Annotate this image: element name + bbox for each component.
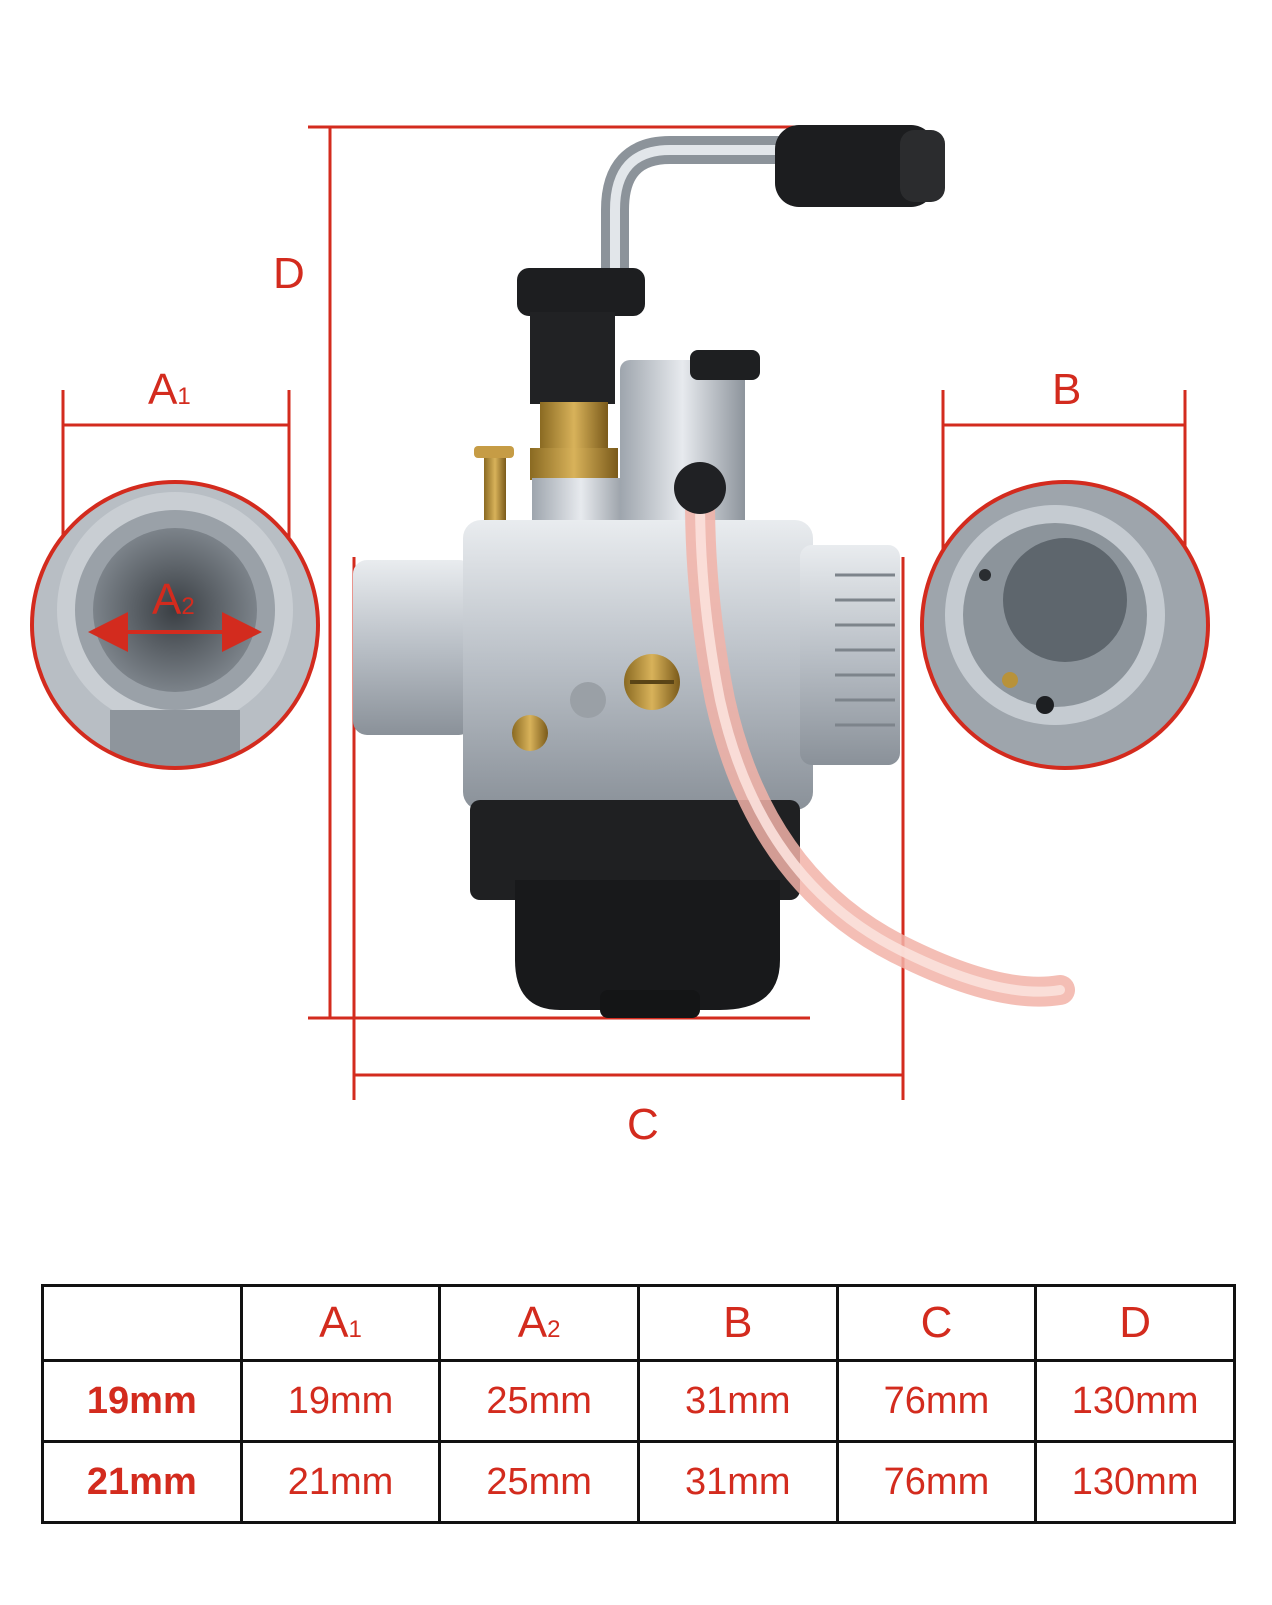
dimension-label-a2: A2 bbox=[152, 575, 195, 624]
table-header-row: A1 A2 B C D bbox=[41, 1284, 1236, 1362]
table-cell: 76mm bbox=[835, 1440, 1038, 1524]
table-cell: 21mm bbox=[239, 1440, 442, 1524]
dimension-d-lines bbox=[308, 125, 810, 1020]
table-cell: 130mm bbox=[1034, 1359, 1236, 1443]
table-header-cell: A2 bbox=[438, 1284, 640, 1362]
table-cell: 31mm bbox=[636, 1440, 839, 1524]
table-header-cell: C bbox=[835, 1284, 1038, 1362]
table-cell: 19mm bbox=[239, 1359, 442, 1443]
table-header-cell: D bbox=[1034, 1284, 1236, 1362]
table-header-cell: B bbox=[636, 1284, 839, 1362]
table-cell: 25mm bbox=[438, 1359, 640, 1443]
table-cell: 25mm bbox=[438, 1440, 640, 1524]
carburetor-body bbox=[353, 125, 1075, 1018]
table-cell: 31mm bbox=[636, 1359, 839, 1443]
table-row-header: 21mm bbox=[41, 1440, 243, 1524]
dimension-label-b: B bbox=[1052, 365, 1082, 414]
dimension-spec-table: A1 A2 B C D 19mm 19mm 25mm 31mm 76mm 130… bbox=[41, 1284, 1236, 1524]
outlet-inset-view bbox=[920, 480, 1210, 770]
dimension-label-a1: A1 bbox=[148, 365, 191, 414]
table-cell: 76mm bbox=[835, 1359, 1038, 1443]
table-cell: 130mm bbox=[1034, 1440, 1236, 1524]
dimension-label-c: C bbox=[627, 1100, 659, 1149]
dimension-label-d: D bbox=[273, 249, 305, 298]
table-row: 19mm 19mm 25mm 31mm 76mm 130mm bbox=[41, 1359, 1236, 1443]
table-row: 21mm 21mm 25mm 31mm 76mm 130mm bbox=[41, 1440, 1236, 1524]
table-header-cell: A1 bbox=[239, 1284, 442, 1362]
table-header-cell bbox=[41, 1284, 243, 1362]
table-row-header: 19mm bbox=[41, 1359, 243, 1443]
